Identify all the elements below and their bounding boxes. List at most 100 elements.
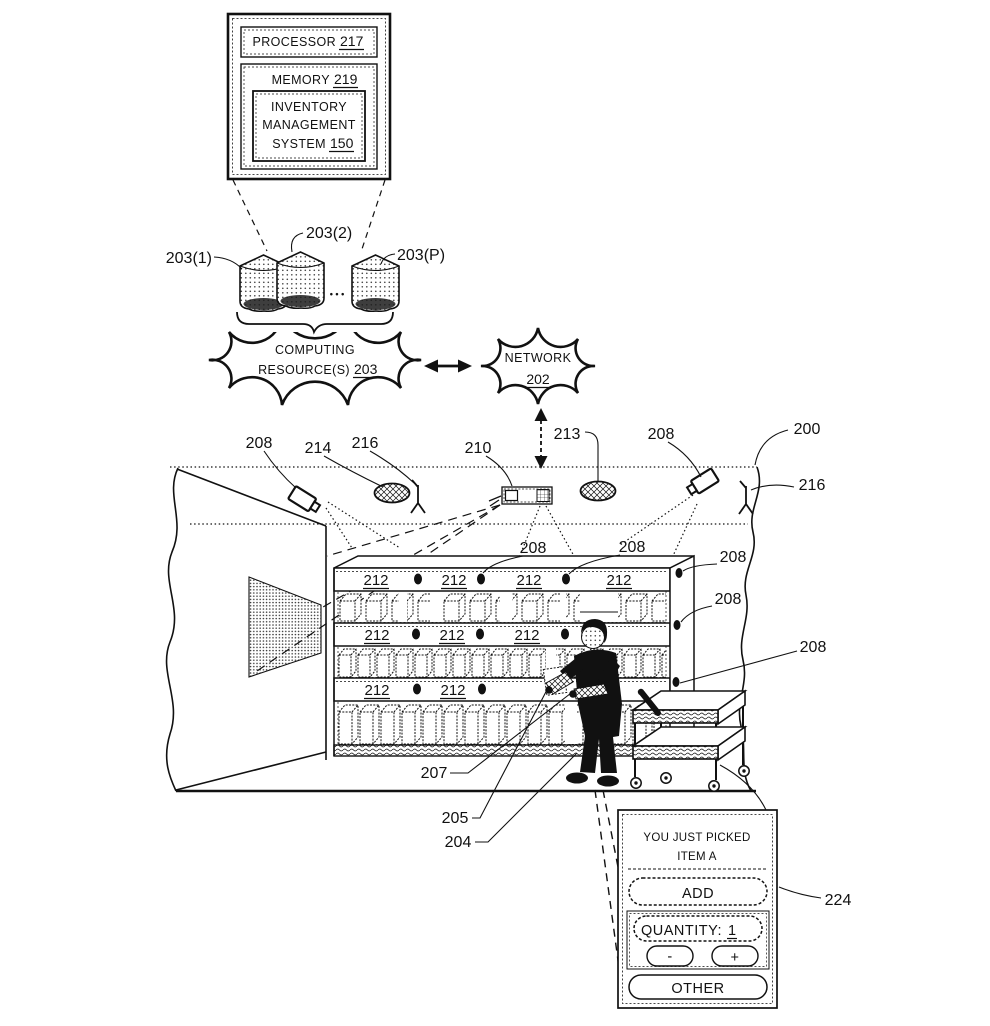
ref-203-p: 203(P) bbox=[397, 247, 445, 264]
cart-wheels bbox=[630, 765, 750, 792]
memory-box: MEMORY 219 INVENTORY MANAGEMENT SYSTEM 1… bbox=[240, 63, 378, 170]
ref-200: 200 bbox=[794, 421, 821, 438]
ref-216-left: 216 bbox=[352, 435, 379, 452]
ref-203-2: 203(2) bbox=[306, 225, 352, 242]
ref-214: 214 bbox=[305, 440, 332, 457]
ref-208-side-3: 208 bbox=[800, 639, 827, 656]
shelf-camera-dot bbox=[412, 628, 420, 640]
ref-212: 212 bbox=[516, 572, 541, 589]
server-cylinders: • • • 203(1) 203(2) 203(P) bbox=[166, 225, 445, 313]
computing-cloud-line2: RESOURCE(S) bbox=[258, 363, 350, 377]
other-button-label: OTHER bbox=[671, 981, 724, 997]
network-cloud: NETWORK 202 bbox=[480, 327, 596, 405]
bottom-labels: 207 205 204 bbox=[421, 685, 578, 851]
side-camera-dot bbox=[675, 568, 683, 578]
processor-box: PROCESSOR 217 bbox=[240, 26, 378, 58]
memory-ref: 219 bbox=[334, 71, 358, 87]
quantity-minus-button[interactable]: - bbox=[646, 945, 694, 967]
ims-ref: 150 bbox=[330, 135, 354, 151]
processor-label: PROCESSOR bbox=[253, 35, 336, 49]
ref-203-1: 203(1) bbox=[166, 250, 212, 267]
add-button[interactable]: ADD bbox=[628, 877, 768, 906]
shelf-labels: 208 208 208 208 208 bbox=[482, 539, 827, 684]
ref-208-shelf-1: 208 bbox=[520, 540, 547, 557]
processor-ref: 217 bbox=[340, 33, 364, 49]
light-left bbox=[373, 482, 411, 504]
ref-212: 212 bbox=[363, 572, 388, 589]
shelf-camera-dot bbox=[478, 683, 486, 695]
quantity-display[interactable]: QUANTITY: 1 bbox=[633, 915, 763, 942]
plus-label: + bbox=[731, 950, 740, 966]
other-button[interactable]: OTHER bbox=[628, 974, 768, 1000]
computing-cloud-line1: COMPUTING bbox=[275, 343, 355, 357]
panel-title-line2: ITEM A bbox=[677, 851, 717, 863]
computing-device-box: PROCESSOR 217 MEMORY 219 INVENTORY MANAG… bbox=[226, 12, 392, 181]
row1-gaps bbox=[399, 592, 618, 622]
quantity-value: 1 bbox=[728, 923, 737, 939]
inventory-shelf-unit: 212 212 212 212 212 212 212 bbox=[333, 554, 695, 758]
shelf-camera-dot bbox=[476, 628, 484, 640]
ref-212: 212 bbox=[440, 682, 465, 699]
ref-210: 210 bbox=[465, 440, 492, 457]
shelf-rail-2: 212 212 212 bbox=[333, 622, 671, 647]
panel-title-line1: YOU JUST PICKED bbox=[643, 832, 750, 844]
add-button-label: ADD bbox=[682, 886, 714, 902]
ref-212: 212 bbox=[514, 627, 539, 644]
shelf-camera-dot bbox=[414, 573, 422, 585]
ref-208-ceiling-left: 208 bbox=[246, 435, 273, 452]
memory-label: MEMORY bbox=[272, 73, 331, 87]
facility-outline bbox=[165, 466, 761, 793]
ref-216-right: 216 bbox=[799, 477, 826, 494]
server-ellipsis: • • • bbox=[330, 289, 344, 299]
ref-208-shelf-2: 208 bbox=[619, 539, 646, 556]
shelf-side-panel bbox=[669, 554, 695, 758]
ims-label-line1: INVENTORY bbox=[271, 100, 347, 114]
antenna-right bbox=[738, 480, 754, 515]
camera-right bbox=[685, 467, 720, 496]
ref-224: 224 bbox=[825, 892, 852, 909]
ref-212: 212 bbox=[364, 627, 389, 644]
quantity-group: QUANTITY: 1 - + bbox=[626, 910, 770, 970]
torn-edge-left bbox=[165, 467, 179, 792]
shelf-camera-dot bbox=[562, 573, 570, 585]
shelf-rail-1: 212 212 212 212 bbox=[333, 567, 671, 592]
shelf-camera-dot bbox=[413, 683, 421, 695]
server-cylinder-p bbox=[351, 254, 400, 313]
quantity-plus-button[interactable]: + bbox=[711, 945, 759, 967]
ims-label-line2: MANAGEMENT bbox=[262, 118, 356, 132]
ceiling-labels: 208 214 216 210 213 208 200 216 bbox=[246, 421, 826, 494]
network-facility-arrow bbox=[534, 408, 548, 469]
server-cylinder-2 bbox=[276, 251, 325, 310]
person bbox=[542, 619, 622, 787]
inventory-management-system-box: INVENTORY MANAGEMENT SYSTEM 150 bbox=[252, 90, 366, 162]
shelf-camera-dot bbox=[477, 573, 485, 585]
ref-212: 212 bbox=[439, 627, 464, 644]
ref-212: 212 bbox=[606, 572, 631, 589]
network-cloud-ref: 202 bbox=[526, 371, 550, 387]
cloud-link-arrow bbox=[424, 359, 472, 373]
quantity-label: QUANTITY: bbox=[641, 923, 722, 939]
ims-label-line3: SYSTEM bbox=[272, 137, 326, 151]
utility-cart bbox=[630, 688, 750, 792]
side-camera-dot bbox=[672, 677, 680, 687]
cart-handle bbox=[637, 688, 661, 716]
ref-212: 212 bbox=[364, 682, 389, 699]
camera-left bbox=[287, 485, 322, 514]
network-cloud-label: NETWORK bbox=[505, 351, 572, 365]
ref-205: 205 bbox=[442, 810, 469, 827]
ref-204: 204 bbox=[445, 834, 472, 851]
pick-confirmation-panel: YOU JUST PICKED ITEM A ADD QUANTITY: 1 -… bbox=[617, 809, 852, 1009]
antenna-left bbox=[410, 479, 426, 514]
shelf-camera-dot bbox=[561, 628, 569, 640]
ref-208-ceiling-right: 208 bbox=[648, 426, 675, 443]
light-right bbox=[579, 480, 617, 502]
projection-screen bbox=[248, 576, 322, 678]
computing-resources-cloud: COMPUTING RESOURCE(S) 203 bbox=[208, 299, 422, 406]
ref-207: 207 bbox=[421, 765, 448, 782]
projector bbox=[488, 486, 553, 507]
box-to-servers-dashes bbox=[232, 179, 386, 252]
ref-213: 213 bbox=[554, 426, 581, 443]
ref-208-side-2: 208 bbox=[715, 591, 742, 608]
computing-cloud-ref: 203 bbox=[354, 361, 378, 377]
